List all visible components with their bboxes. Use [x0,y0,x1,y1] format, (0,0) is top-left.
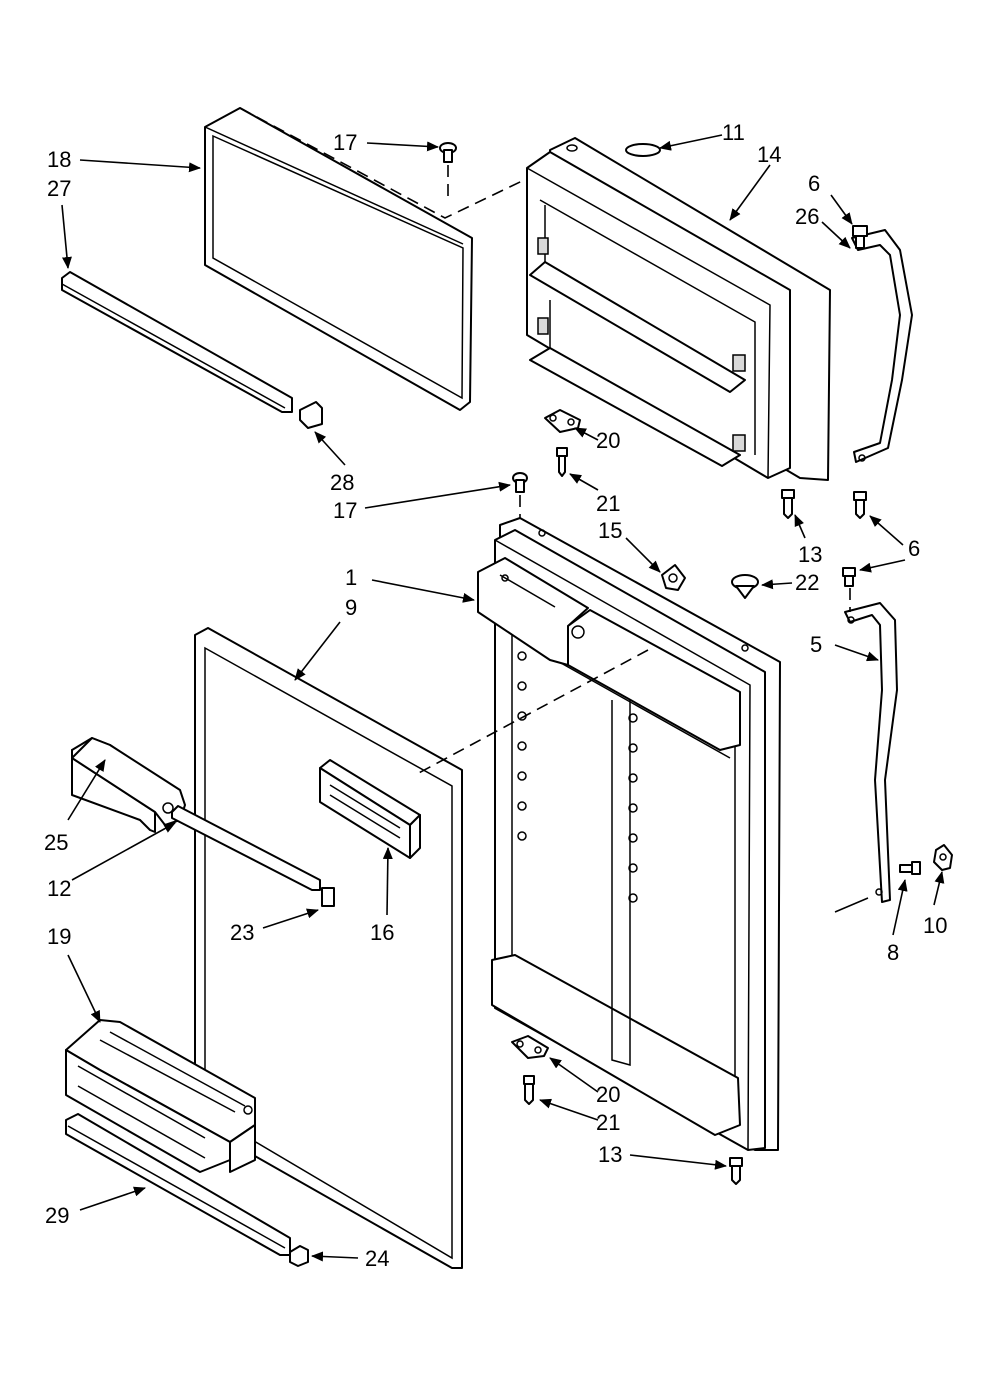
handle-end-cap [933,844,953,871]
label-25: 25 [44,830,68,855]
leader-12 [71,822,176,881]
label-20-lower: 20 [596,1082,620,1107]
label-18: 18 [47,147,71,172]
freezer-door-screw [781,489,795,519]
handle-screw-top [842,567,856,587]
leader-22 [761,579,793,590]
freezer-door [526,137,831,481]
label-27: 27 [47,176,71,201]
handle-end-line [834,897,869,913]
leader-16 [382,847,393,916]
leader-6-top [830,194,853,225]
leader-5 [834,644,879,662]
part-number-labels: 18 27 17 11 14 6 26 28 20 21 17 15 13 6 … [44,120,947,1271]
label-16: 16 [370,920,394,945]
leader-10 [933,871,945,906]
leader-21-upper [569,473,599,491]
door-plug-small [625,143,661,157]
leader-29 [79,1186,146,1211]
leader-6-low [859,559,906,573]
label-21-upper: 21 [596,491,620,516]
leader-6-mid [869,515,904,546]
label-11: 11 [722,120,745,145]
fresh-food-door-gasket [194,627,463,1269]
label-1: 1 [345,565,357,590]
freezer-handle [851,229,913,463]
fresh-food-lower-hinge [511,1035,549,1059]
label-6-top: 6 [808,171,820,196]
label-17-lower: 17 [333,498,357,523]
handle-screw-upper [852,225,868,249]
leader-11 [659,134,723,151]
leader-26 [821,221,851,249]
label-15: 15 [598,518,622,543]
label-8: 8 [887,940,899,965]
label-10: 10 [923,913,947,938]
rail-end-clip [321,887,335,907]
leader-28 [314,431,346,466]
leader-17-lower [364,481,511,509]
leader-21-lower [539,1098,599,1121]
label-20-upper: 20 [596,428,620,453]
label-17-upper: 17 [333,130,357,155]
bottom-rail-clip [289,1245,309,1267]
leader-20-lower [549,1057,599,1093]
fresh-food-hinge-screw [523,1075,535,1105]
hinge-pin-upper [439,142,457,163]
fresh-food-door [477,517,781,1151]
leader-9 [294,621,341,681]
freezer-lower-hinge [544,409,581,433]
leader-20-upper [574,427,599,441]
label-23: 23 [230,920,254,945]
fresh-food-door-screw [729,1157,743,1185]
door-shelf-rail [171,805,321,891]
leader-24 [311,1251,359,1262]
label-6-mid: 6 [908,536,920,561]
label-29: 29 [45,1203,69,1228]
freezer-breaker-strip [61,271,293,413]
leader-15 [625,537,661,573]
freezer-hinge-screw [556,447,568,477]
label-14: 14 [757,142,781,167]
leader-13-upper [794,514,806,539]
leader-14 [729,164,771,221]
door-shelf-bin [65,1019,256,1173]
label-12: 12 [47,876,71,901]
label-21-lower: 21 [596,1110,620,1135]
hole-plug-button [731,574,759,599]
leader-1 [371,579,475,603]
label-13-lower: 13 [598,1142,622,1167]
label-9: 9 [345,595,357,620]
leader-17-upper [366,141,439,152]
leader-23 [262,908,319,929]
leader-13-lower [629,1154,727,1170]
freezer-strip-clip [299,401,323,429]
handle-end-screw [899,861,921,875]
label-26: 26 [795,204,819,229]
handle-screw-lower [853,491,867,519]
leader-lines [61,134,945,1262]
door-closure-cam [661,564,686,591]
fresh-food-handle [844,602,898,903]
label-19: 19 [47,924,71,949]
label-5: 5 [810,632,822,657]
leader-8 [892,879,908,936]
leader-25 [67,759,106,821]
label-28: 28 [330,470,354,495]
label-22: 22 [795,570,819,595]
hinge-pin-lower [512,472,528,493]
butter-compartment-door [319,759,421,859]
label-13-upper: 13 [798,542,822,567]
leader-27 [61,204,72,269]
label-24: 24 [365,1246,389,1271]
leader-18 [79,159,201,173]
gasket-guide-line [414,649,649,776]
leader-19 [67,954,101,1023]
